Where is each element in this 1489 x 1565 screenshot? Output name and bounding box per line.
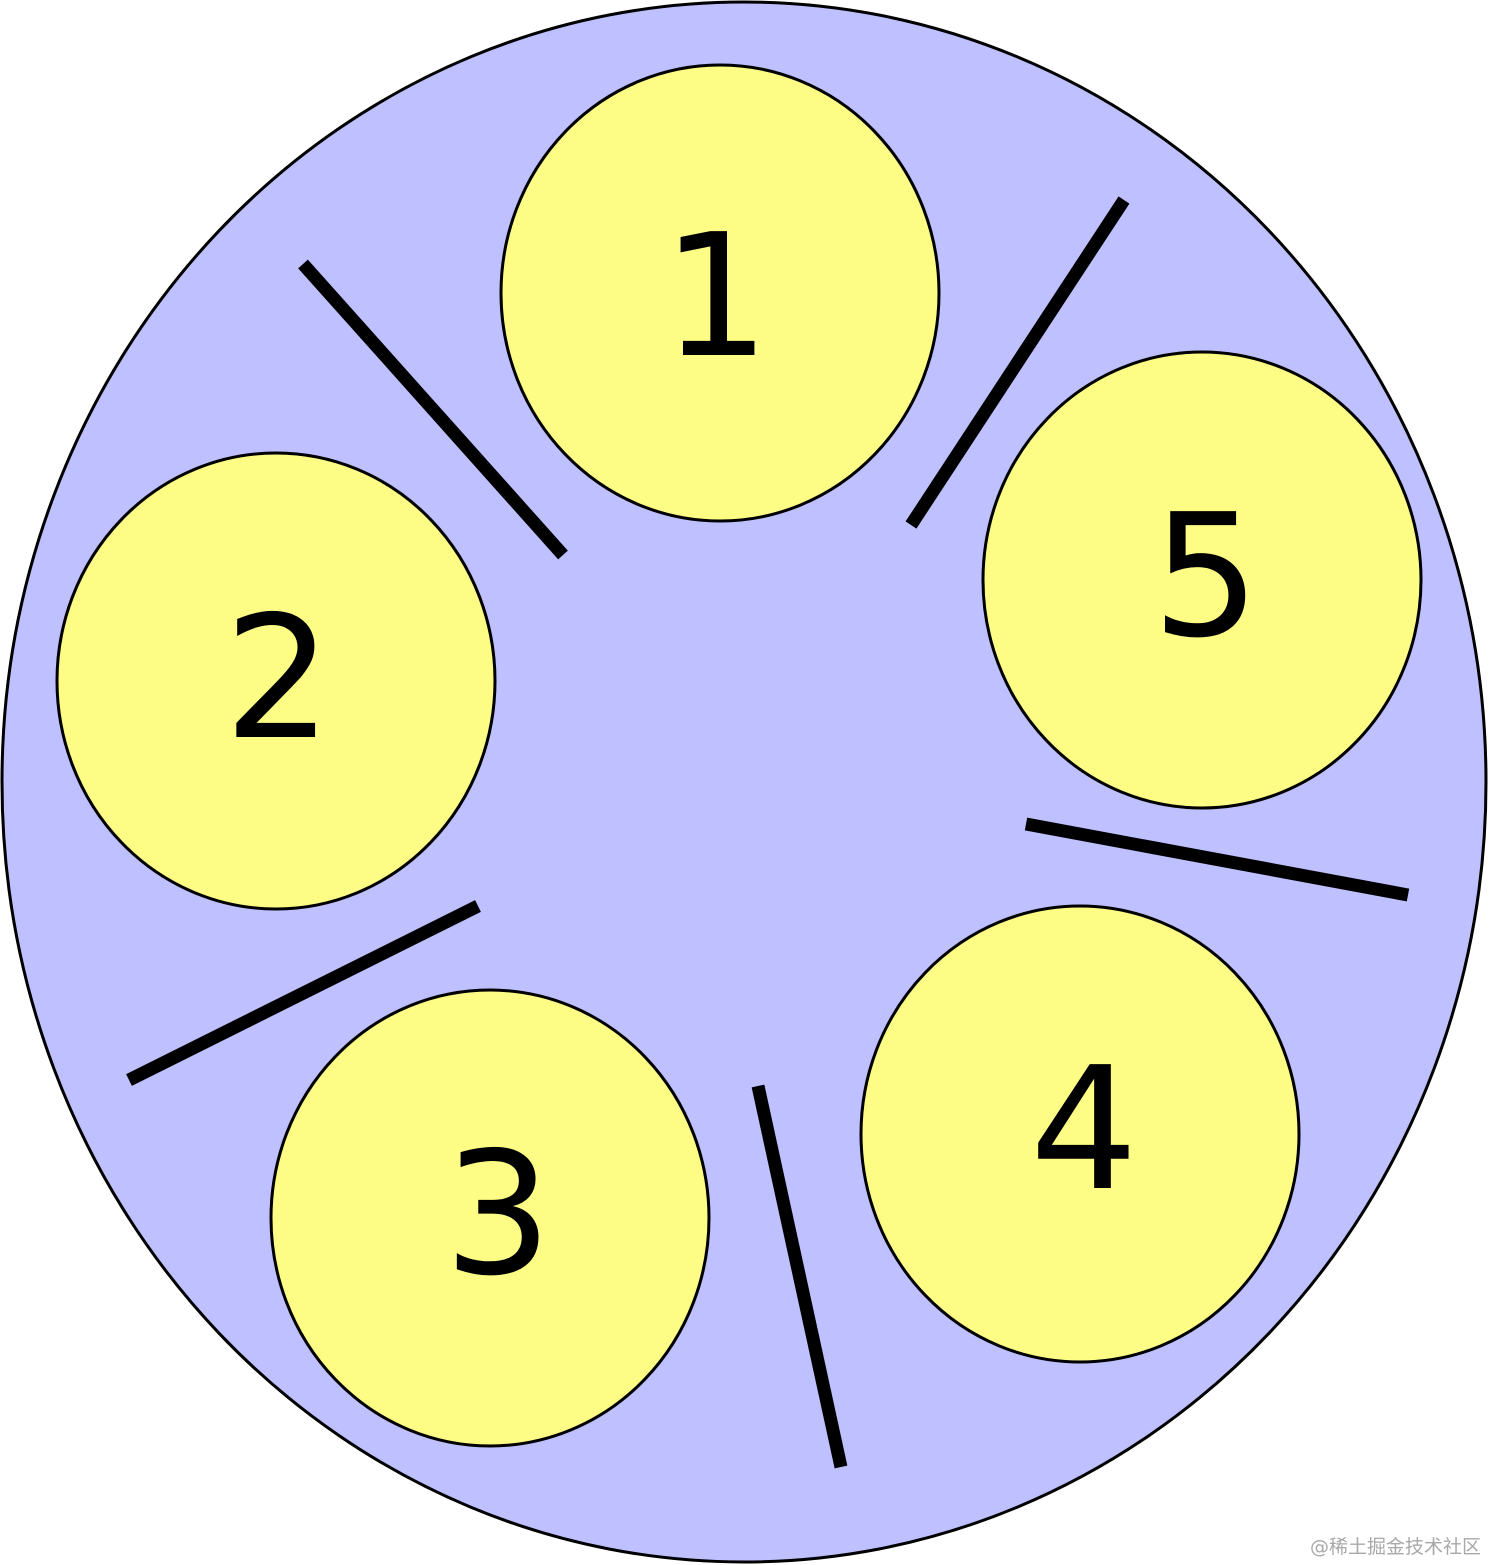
seat-circle xyxy=(269,988,711,1448)
chopstick-3-2 xyxy=(126,900,481,1086)
chopstick-4-3 xyxy=(751,1084,848,1469)
seat-label: 2 xyxy=(224,580,332,778)
seat-1: 1 xyxy=(499,63,941,523)
chopstick-5-4 xyxy=(1024,817,1410,902)
seat-circle xyxy=(981,350,1423,810)
seat-label: 1 xyxy=(662,198,770,396)
seat-circle xyxy=(499,63,941,523)
watermark: @稀土掘金技术社区 xyxy=(1309,1536,1481,1558)
chopstick-1-5 xyxy=(905,196,1130,529)
chopstick-1-2 xyxy=(298,259,568,560)
seat-label: 5 xyxy=(1152,478,1260,676)
seat-2: 2 xyxy=(55,451,497,911)
seat-circle xyxy=(859,904,1301,1364)
chopsticks xyxy=(126,196,1410,1469)
seat-label: 3 xyxy=(444,1116,552,1314)
seat-circle xyxy=(55,451,497,911)
seat-3: 3 xyxy=(269,988,711,1448)
seat-label: 4 xyxy=(1030,1031,1138,1229)
seat-4: 4 xyxy=(859,904,1301,1364)
seat-5: 5 xyxy=(981,350,1423,810)
